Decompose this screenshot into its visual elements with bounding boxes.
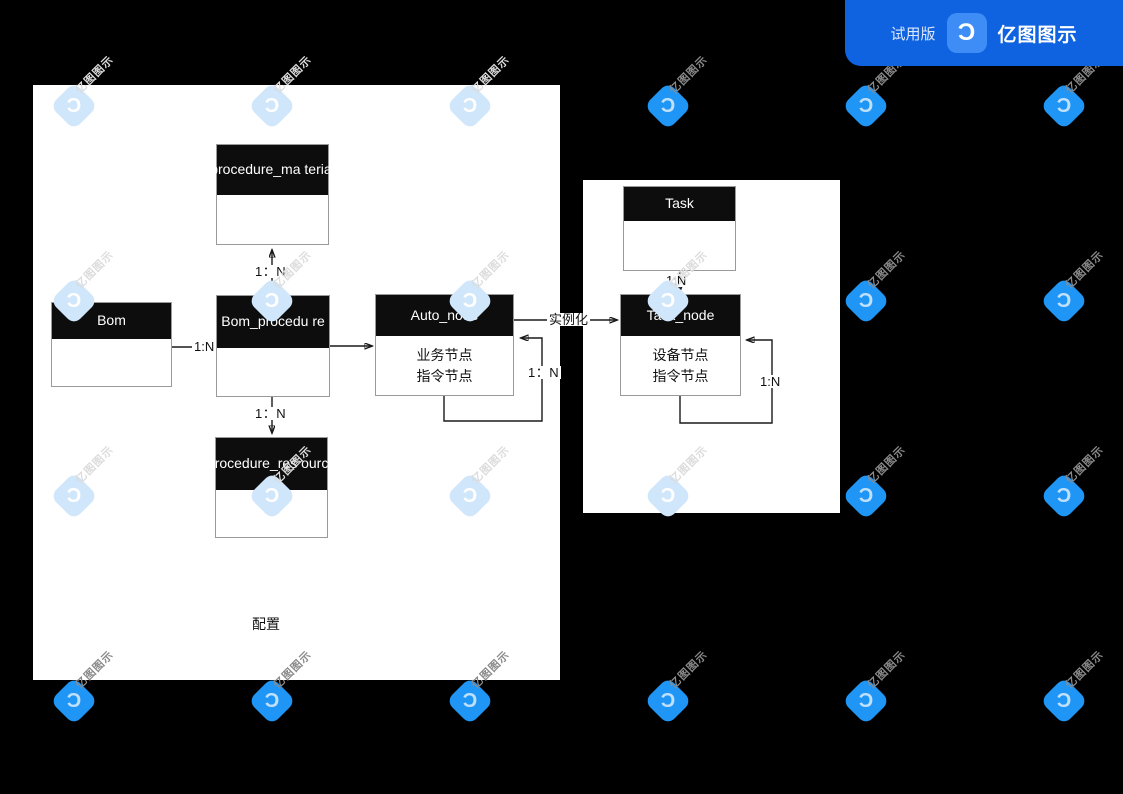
edge-label-auto-node-self: 1：N xyxy=(526,365,562,380)
entity-auto-node-body: 业务节点 指令节点 xyxy=(376,336,513,395)
entity-auto-node-title: Auto_node xyxy=(376,295,513,336)
left-canvas-caption: 配置 xyxy=(252,616,280,632)
entity-procedure-material[interactable]: procedure_ma terial xyxy=(210,144,335,245)
entity-bom-procedure[interactable]: Bom_procedu re xyxy=(216,295,330,397)
entity-bom-procedure-body xyxy=(217,348,329,396)
entity-task-title: Task xyxy=(624,187,735,221)
edge-label-bom-procedure-material: 1：N xyxy=(253,264,289,279)
entity-task-node[interactable]: Task_node 设备节点 指令节点 xyxy=(620,294,741,396)
edge-label-task-node-self: 1:N xyxy=(758,374,783,389)
edge-label-task-task-node: 1:N xyxy=(664,273,689,288)
entity-task-node-body: 设备节点 指令节点 xyxy=(621,336,740,395)
entity-bom-body xyxy=(52,339,171,386)
entity-task[interactable]: Task xyxy=(623,186,736,271)
brand-label: 亿图图示 xyxy=(997,24,1078,46)
entity-bom-title: Bom xyxy=(52,303,171,339)
entity-task-node-attr-1: 设备节点 xyxy=(652,347,709,364)
edraw-logo-icon: Ɔ xyxy=(946,13,987,53)
edge-label-bom-procedure-resource: 1：N xyxy=(253,406,289,421)
trial-label: 试用版 xyxy=(890,25,936,43)
entity-procedure-material-title: procedure_ma terial xyxy=(210,145,335,195)
entity-auto-node-attr-1: 业务节点 xyxy=(416,347,473,364)
entity-bom[interactable]: Bom xyxy=(51,302,172,387)
entity-task-body xyxy=(624,221,735,270)
connector-autonode-self-loop xyxy=(443,338,543,422)
connector-tasknode-self-loop xyxy=(679,340,773,424)
entity-procedure-material-body xyxy=(217,195,328,244)
entity-bom-procedure-title: Bom_procedu re xyxy=(217,296,329,348)
entity-auto-node[interactable]: Auto_node 业务节点 指令节点 xyxy=(375,294,514,396)
entity-task-node-attr-2: 指令节点 xyxy=(652,367,709,384)
trial-badge[interactable]: 试用版 Ɔ 亿图图示 xyxy=(845,0,1123,66)
entity-auto-node-attr-2: 指令节点 xyxy=(416,367,473,384)
entity-procedure-resource-title: procedure_res ource xyxy=(207,438,336,490)
edge-label-instantiate: 实例化 xyxy=(547,312,591,327)
entity-task-node-title: Task_node xyxy=(621,295,740,336)
entity-procedure-resource[interactable]: procedure_res ource xyxy=(207,437,336,538)
edge-label-bom-bom-procedure: 1:N xyxy=(192,339,217,354)
entity-procedure-resource-body xyxy=(216,490,327,537)
